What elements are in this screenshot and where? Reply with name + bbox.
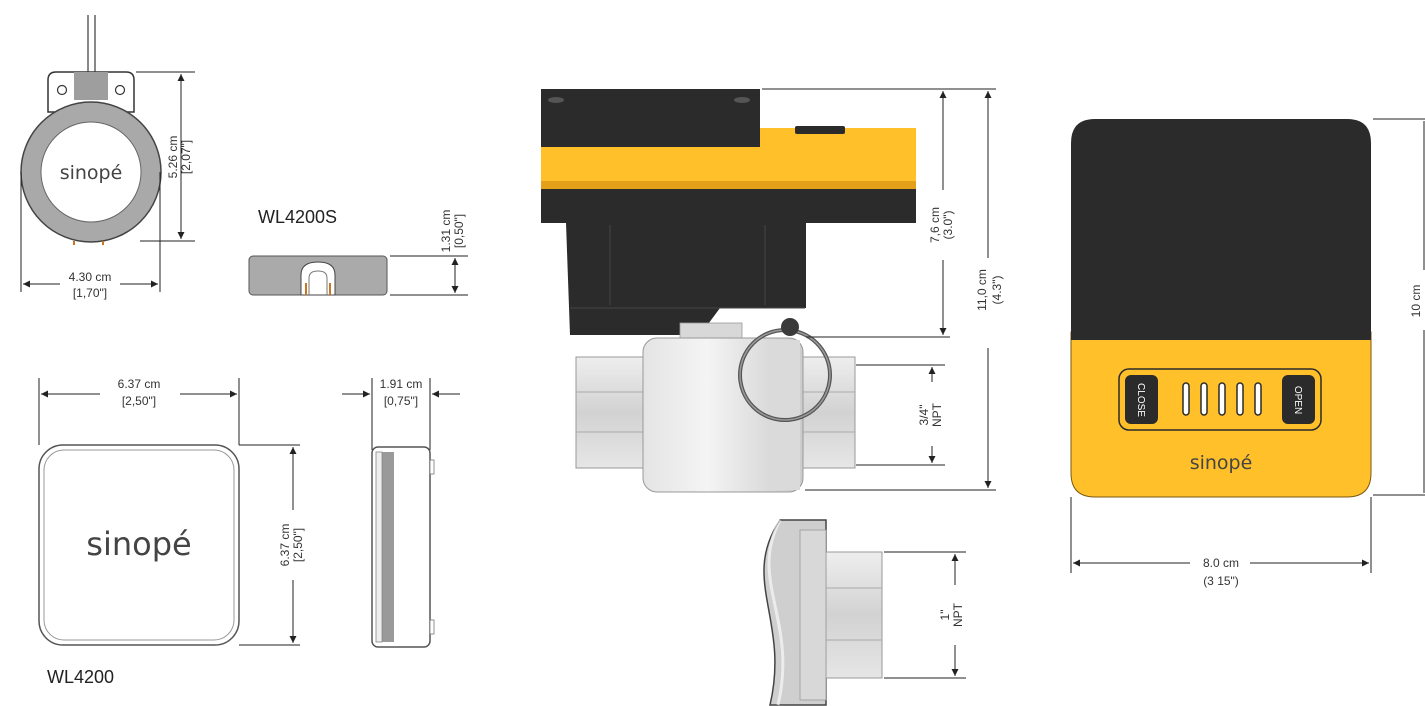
valve-fitting-left — [575, 356, 647, 469]
actuator-yellow-band — [541, 147, 916, 183]
open-label: OPEN — [1292, 386, 1303, 414]
mounting-hole — [114, 84, 126, 96]
thickness-label-in: [0,50"] — [452, 214, 466, 248]
controller-black-panel — [1071, 119, 1371, 340]
actuator-height-label-cm: 7,6 cm — [928, 207, 942, 243]
actuator-housing — [541, 189, 916, 335]
height-label-cm: 10 cm — [1409, 285, 1423, 318]
wl4200s-top-view: sinopé 5.26 cm [2,07"] 4.30 cm [1,70"] — [20, 15, 195, 300]
sensor-logo: sinopé — [86, 525, 191, 563]
alt-pipe-size-unit: NPT — [951, 602, 965, 627]
close-button[interactable] — [1125, 375, 1158, 424]
sensor-logo: sinopé — [60, 162, 123, 184]
status-led — [1236, 382, 1244, 416]
height-label-cm: 6.37 cm — [278, 524, 292, 567]
height-label-in: [2,07"] — [179, 140, 193, 174]
alt-fitting — [825, 551, 883, 679]
status-led — [1254, 382, 1262, 416]
model-label-wl4200: WL4200 — [47, 667, 114, 687]
model-label-wl4200s: WL4200S — [258, 207, 337, 227]
status-led — [1182, 382, 1190, 416]
width-label-in: (3 15") — [1203, 574, 1239, 588]
depth-label-in: [0,75"] — [384, 394, 418, 408]
total-height-label-cm: 11,0 cm — [975, 269, 989, 311]
status-led — [1200, 382, 1208, 416]
pipe-size-label: 3/4" — [917, 405, 931, 426]
button-panel — [1118, 368, 1322, 431]
width-label-cm: 8.0 cm — [1203, 556, 1239, 570]
valve-assembly: 7,6 cm (3.0") 11,0 cm (4.3") 3/4" NPT — [541, 88, 1015, 493]
thickness-label-cm: 1.31 cm — [439, 210, 453, 253]
status-led — [1218, 382, 1226, 416]
controller-front-view: CLOSE OPEN sinopé 8.0 cm (3 15") 10 cm — [1070, 118, 1425, 589]
open-button[interactable] — [1282, 375, 1315, 424]
width-label-cm: 6.37 cm — [118, 377, 161, 391]
wl4200s-side-view: WL4200S 1.31 cm [0,50"] — [248, 207, 468, 296]
alt-fitting-detail: 1" NPT — [763, 519, 970, 706]
pipe-size-unit: NPT — [930, 402, 944, 427]
actuator-height-label-in: (3.0") — [941, 211, 955, 240]
total-height-label-in: (4.3") — [990, 276, 1004, 305]
mounting-hole — [56, 84, 68, 96]
wl4200-side-view: 1.91 cm [0,75"] — [342, 377, 460, 648]
height-label-cm: 5.26 cm — [166, 136, 180, 179]
actuator-top-block — [541, 89, 760, 147]
close-label: CLOSE — [1135, 383, 1146, 417]
width-label-in: [1,70"] — [73, 286, 107, 300]
alt-pipe-size-label: 1" — [938, 610, 952, 621]
depth-label-cm: 1.91 cm — [380, 377, 423, 391]
sensor-body — [38, 444, 240, 646]
width-label-in: [2,50"] — [122, 394, 156, 408]
width-label-cm: 4.30 cm — [69, 270, 112, 284]
height-label-in: [2,50"] — [291, 528, 305, 562]
controller-logo: sinopé — [1190, 452, 1253, 474]
wl4200-front-view: 6.37 cm [2,50"] sinopé 6.37 cm [2,50"] W… — [38, 377, 305, 687]
